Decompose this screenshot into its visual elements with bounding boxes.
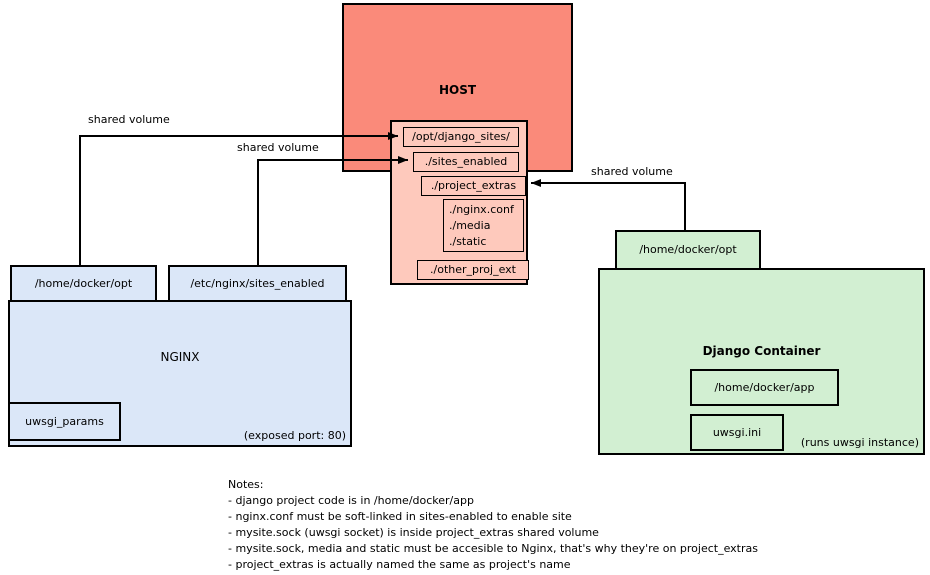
django-container-title: Django Container xyxy=(702,344,821,358)
arrow-nginx-sites-to-sites-enabled xyxy=(257,156,408,265)
note-line-5: - project_extras is actually named the s… xyxy=(228,558,571,571)
nginx-volume-tab-home-docker-opt: /home/docker/opt xyxy=(10,265,157,302)
dir-project-extras-contents: ./nginx.conf ./media ./static xyxy=(443,199,524,252)
dir-opt-django-sites: /opt/django_sites/ xyxy=(403,127,519,147)
notes-block: Notes: - django project code is in /home… xyxy=(228,477,758,573)
dir-nginx-conf: ./nginx.conf xyxy=(449,203,514,216)
note-line-1: - django project code is in /home/docker… xyxy=(228,494,474,507)
host-title: HOST xyxy=(438,83,477,97)
shared-volume-label-1: shared volume xyxy=(88,113,170,126)
host-volumes-panel: /opt/django_sites/ ./sites_enabled ./pro… xyxy=(390,120,529,285)
shared-volume-label-3: shared volume xyxy=(591,165,673,178)
note-line-2: - nginx.conf must be soft-linked in site… xyxy=(228,510,572,523)
uwsgi-ini-box: uwsgi.ini xyxy=(690,414,784,451)
nginx-container: NGINX (exposed port: 80) xyxy=(8,300,352,447)
dir-project-extras: ./project_extras xyxy=(421,176,526,196)
shared-volume-label-2: shared volume xyxy=(237,141,319,154)
dir-static: ./static xyxy=(449,235,487,248)
django-runs-note: (runs uwsgi instance) xyxy=(800,436,919,449)
nginx-port-note: (exposed port: 80) xyxy=(243,429,346,442)
dir-media: ./media xyxy=(449,219,491,232)
home-docker-app-box: /home/docker/app xyxy=(690,369,839,406)
nginx-volume-tab-sites-enabled: /etc/nginx/sites_enabled xyxy=(168,265,347,302)
note-line-3: - mysite.sock (uwsgi socket) is inside p… xyxy=(228,526,599,539)
notes-title: Notes: xyxy=(228,478,264,491)
django-container: Django Container /home/docker/app uwsgi.… xyxy=(598,268,925,455)
dir-other-proj-ext: ./other_proj_ext xyxy=(417,260,529,280)
django-volume-tab-home-docker-opt: /home/docker/opt xyxy=(615,230,761,270)
note-line-4: - mysite.sock, media and static must be … xyxy=(228,542,758,555)
arrow-django-opt-to-project-extras xyxy=(531,179,686,230)
dir-sites-enabled: ./sites_enabled xyxy=(413,152,519,172)
nginx-title: NGINX xyxy=(160,350,200,364)
uwsgi-params-box: uwsgi_params xyxy=(8,402,121,441)
